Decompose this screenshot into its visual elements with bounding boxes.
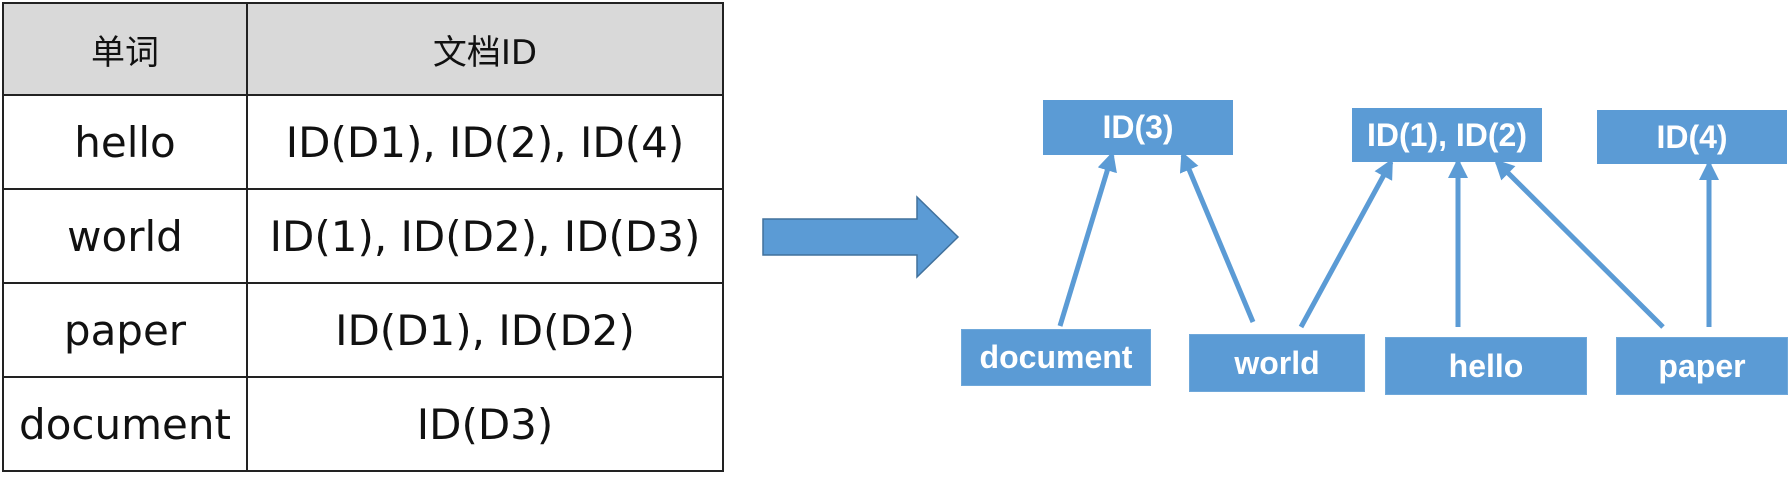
column-header-word: 单词 <box>2 2 248 96</box>
word-cell: hello <box>2 94 248 190</box>
table-row: document ID(D3) <box>2 376 724 472</box>
edge-world-to-id12 <box>1298 158 1394 329</box>
word-cell: paper <box>2 282 248 378</box>
edge-paper-to-id12 <box>1494 159 1665 329</box>
doc-id-cell: ID(1), ID(D2), ID(D3) <box>246 188 724 284</box>
word-box-hello: hello <box>1386 338 1586 394</box>
column-header-doc-id: 文档ID <box>246 2 724 96</box>
table-header-row: 单词 文档ID <box>2 2 724 96</box>
id-box-3: ID(3) <box>1043 100 1233 155</box>
table-row: paper ID(D1), ID(D2) <box>2 282 724 378</box>
transform-arrow-icon <box>762 195 960 279</box>
table-row: hello ID(D1), ID(2), ID(4) <box>2 94 724 190</box>
word-box-paper: paper <box>1617 338 1787 394</box>
word-cell: world <box>2 188 248 284</box>
edge-document-to-id3 <box>1057 151 1117 327</box>
id-box-1-2: ID(1), ID(2) <box>1352 108 1542 162</box>
doc-id-cell: ID(D1), ID(D2) <box>246 282 724 378</box>
id-box-4: ID(4) <box>1597 110 1787 164</box>
word-box-document: document <box>962 330 1150 385</box>
inverted-index-table: 单词 文档ID hello ID(D1), ID(2), ID(4) world… <box>2 2 724 472</box>
word-cell: document <box>2 376 248 472</box>
edge-world-to-id3 <box>1179 151 1256 323</box>
doc-id-cell: ID(D3) <box>246 376 724 472</box>
word-box-world: world <box>1190 335 1364 391</box>
table-row: world ID(1), ID(D2), ID(D3) <box>2 188 724 284</box>
doc-id-cell: ID(D1), ID(2), ID(4) <box>246 94 724 190</box>
